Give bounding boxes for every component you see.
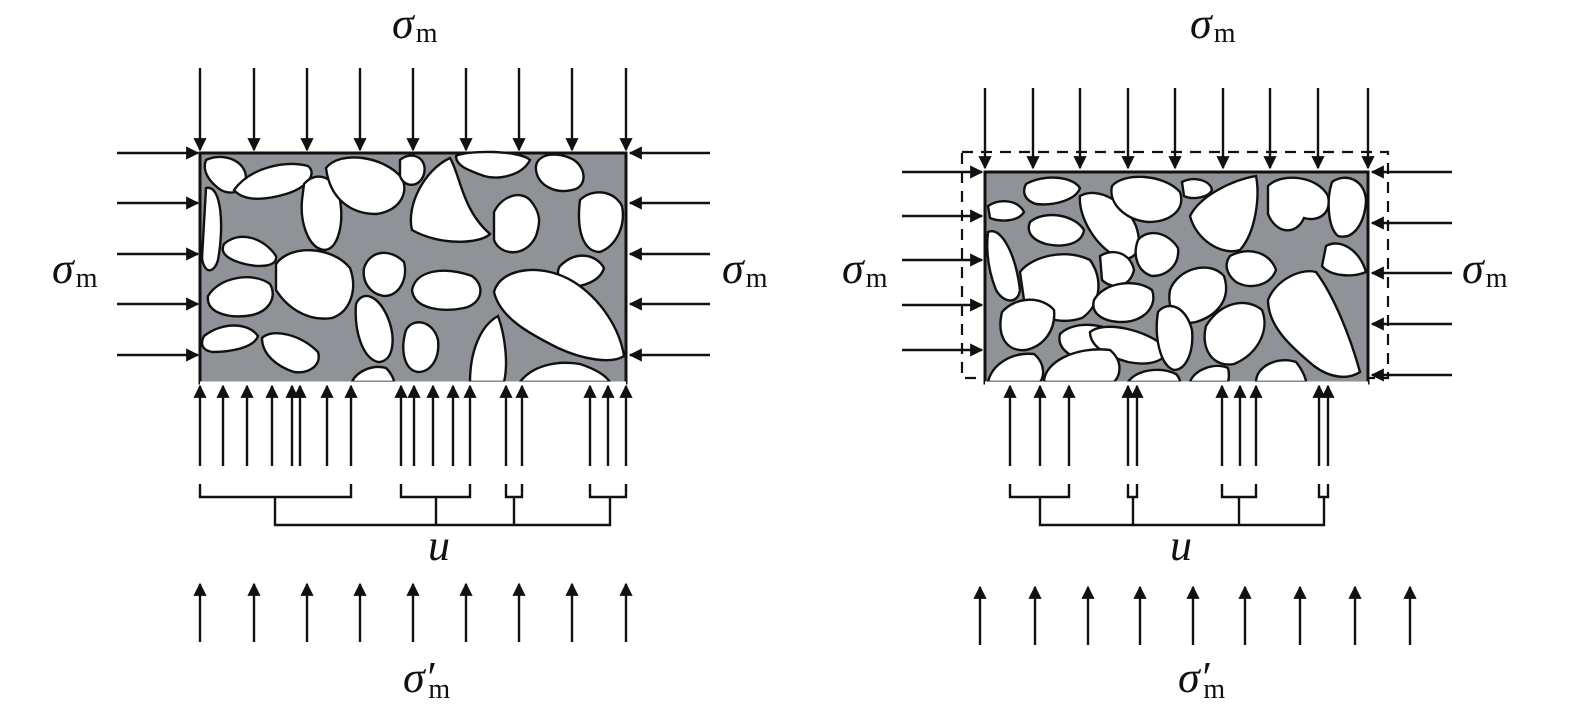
left-side-arrows-right [902, 165, 984, 357]
right-side-arrows-right [1370, 165, 1452, 382]
panel-initial-state: σm σm σm u σ′m [52, 0, 768, 705]
pore-arrows-right [1003, 384, 1335, 466]
effective-stress-label-right: σ′m [1178, 653, 1225, 705]
side-sigma-label-right-a: σm [842, 244, 888, 294]
side-sigma-label-right-b: σm [1462, 244, 1508, 294]
grains-left [200, 150, 626, 384]
effective-arrows-right [973, 585, 1417, 645]
specimen-left [198, 150, 628, 385]
effective-arrows-left [193, 582, 633, 642]
effective-stress-label-left: σ′m [403, 653, 450, 705]
right-side-arrows-left [628, 146, 710, 362]
top-arrows-left [193, 68, 633, 152]
top-sigma-label-right: σm [1190, 0, 1236, 49]
specimen-right [983, 170, 1370, 385]
pore-pressure-label-right: u [1170, 521, 1192, 570]
pore-arrows-left [193, 384, 633, 466]
top-arrows-right [978, 88, 1375, 170]
left-side-arrows-left [117, 146, 200, 362]
panel-compressed-state: σm σm σm u σ′m [842, 0, 1508, 705]
side-sigma-label-left-b: σm [722, 244, 768, 294]
side-sigma-label-left-a: σm [52, 244, 98, 294]
pore-brackets-left [198, 484, 628, 527]
pore-pressure-label-left: u [428, 521, 450, 570]
top-sigma-label-left: σm [392, 0, 438, 49]
pore-brackets-right [1008, 484, 1330, 527]
grains-right [986, 174, 1368, 384]
